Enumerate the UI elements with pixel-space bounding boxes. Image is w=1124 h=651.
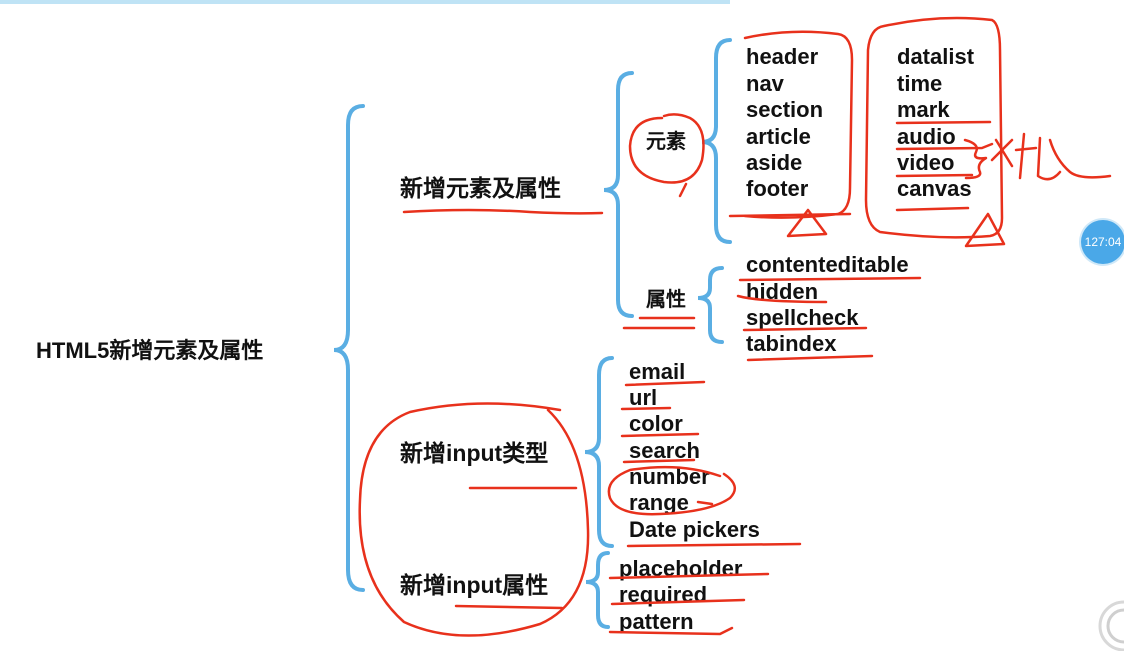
element-item: aside [746, 150, 803, 175]
input-attr-item: placeholder [619, 556, 743, 581]
element-item: canvas [897, 176, 972, 201]
elements-attrs-brace [603, 71, 634, 318]
underline-video [895, 173, 974, 178]
handwritten-note [990, 132, 1112, 181]
element-item: article [746, 124, 811, 149]
underline-mark [895, 120, 992, 125]
element-item: footer [746, 176, 809, 201]
underline-email [624, 380, 706, 387]
branch-elements-attrs-label: 新增元素及属性 [400, 175, 561, 201]
attribute-item: tabindex [746, 331, 837, 356]
box-element-group-2 [864, 16, 1004, 239]
circle-input-branches [358, 402, 590, 637]
triangle-mark-1 [786, 208, 828, 238]
attributes-brace [697, 266, 724, 344]
root-brace [333, 104, 365, 592]
input-type-item: search [629, 438, 700, 463]
underline-url [620, 406, 672, 411]
underline-tabindex [746, 354, 874, 362]
scribble-audio-video [963, 138, 988, 180]
element-item: video [897, 150, 955, 175]
underline-spellcheck [742, 326, 868, 332]
elements-label: 元素 [646, 131, 686, 153]
underline-date-pickers [626, 542, 802, 548]
underline-contenteditable [738, 276, 922, 282]
triangle-mark-2 [964, 212, 1006, 248]
box-element-group-1 [743, 30, 854, 219]
input-type-item: number [629, 464, 710, 489]
input-type-item: url [629, 385, 658, 410]
circle-elements-label [628, 113, 705, 198]
underline-search [622, 458, 696, 464]
underline-placeholder [608, 572, 770, 580]
underline-color [620, 432, 700, 438]
underline-hidden [736, 294, 828, 304]
underline-pattern [608, 626, 734, 636]
input-attr-item: pattern [619, 609, 694, 634]
element-item: section [746, 97, 824, 122]
underline-canvas [895, 206, 970, 212]
underline-attributes-label [622, 316, 696, 330]
input-type-item: color [629, 411, 683, 436]
element-item: time [897, 71, 943, 96]
input-type-item: Date pickers [629, 517, 760, 542]
element-item: audio [897, 124, 956, 149]
underline-audio [895, 142, 994, 151]
input-type-item: email [629, 359, 686, 384]
underline-branch-1 [402, 208, 604, 215]
element-item: nav [746, 71, 784, 96]
loading-spinner-icon [1098, 600, 1124, 651]
input-type-item: range [629, 490, 689, 515]
loop-number-range [607, 465, 737, 516]
branch-input-attrs-label: 新增input属性 [400, 572, 549, 598]
element-item: header [746, 44, 819, 69]
element-item: mark [897, 97, 950, 122]
attributes-label: 属性 [646, 289, 686, 311]
top-progress-strip [0, 0, 730, 4]
playback-timer-badge[interactable]: 127:04 [1081, 220, 1124, 264]
branch-input-types-label: 新增input类型 [400, 440, 549, 466]
attribute-item: hidden [746, 279, 819, 304]
input-attrs-brace [585, 551, 610, 629]
element-item: datalist [897, 44, 975, 69]
input-attr-item: required [619, 582, 708, 607]
attribute-item: contenteditable [746, 252, 909, 277]
underline-group-1-end [728, 212, 852, 218]
elements-brace [701, 38, 732, 244]
root-label: HTML5新增元素及属性 [36, 338, 264, 363]
underline-required [610, 598, 746, 606]
underline-input-attrs-label [454, 604, 564, 610]
attribute-item: spellcheck [746, 305, 859, 330]
input-types-brace [584, 356, 614, 548]
